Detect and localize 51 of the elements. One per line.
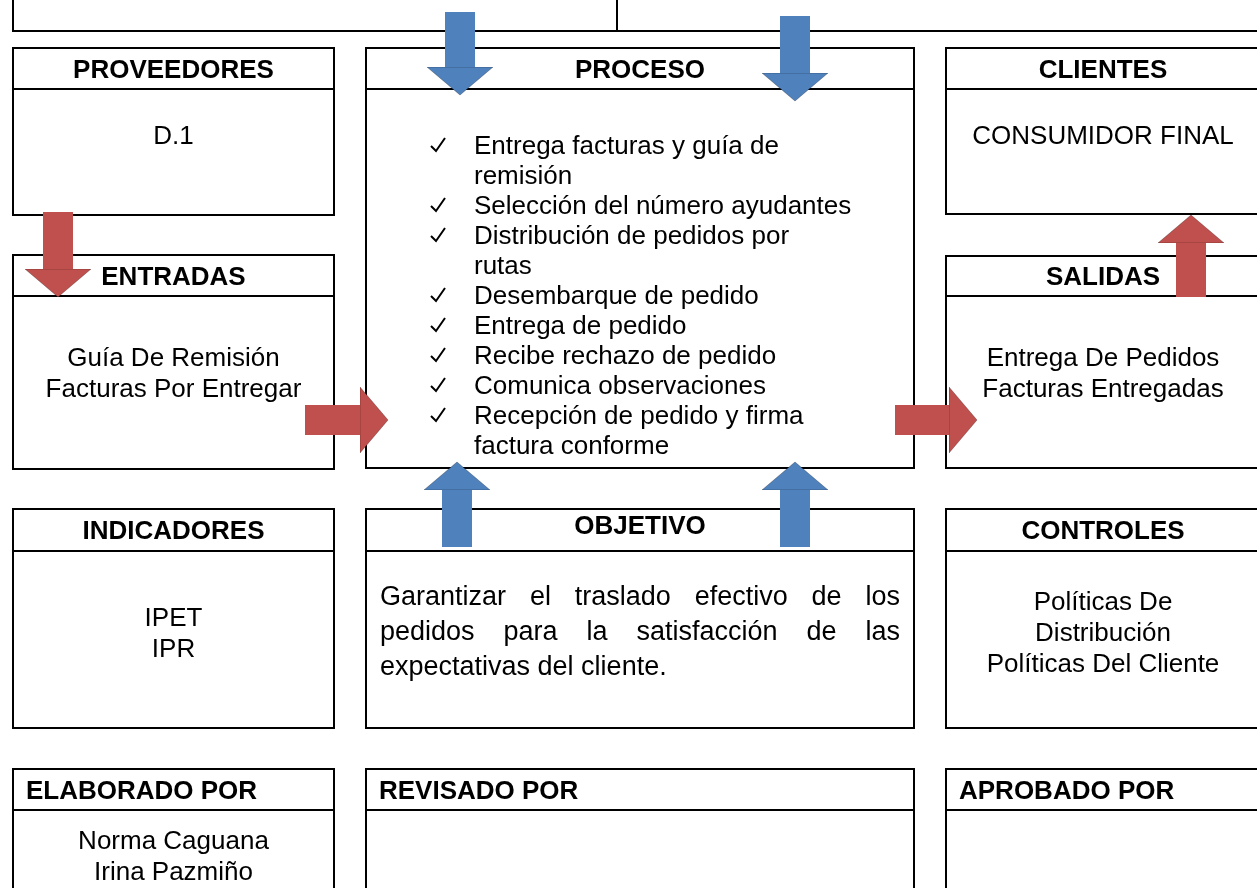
body-text: D.1 <box>153 120 194 151</box>
section-heading: REVISADO POR <box>378 776 580 803</box>
section-box <box>945 768 1257 888</box>
body-text: CONSUMIDOR FINAL <box>972 120 1234 151</box>
block-arrow <box>305 386 389 454</box>
body-text: Políticas Del Cliente <box>986 648 1220 679</box>
section-heading: OBJETIVO <box>573 512 707 538</box>
body-text: Irina Pazmiño <box>94 856 253 887</box>
block-arrow <box>24 212 92 298</box>
section-heading: ELABORADO POR <box>25 776 259 803</box>
body-text: IPET <box>144 602 203 633</box>
body-text: Norma Caguana <box>78 825 269 856</box>
section-box <box>945 508 1257 729</box>
list-item-text: Selección del número ayudantes <box>474 190 852 220</box>
section-heading: ENTRADAS <box>100 262 247 289</box>
section-box <box>945 47 1257 215</box>
section-heading: PROCESO <box>574 55 706 82</box>
list-item-text: Entrega facturas y guía de remisión <box>474 130 780 190</box>
section-box <box>12 47 335 216</box>
list-item-text: Desembarque de pedido <box>474 280 759 310</box>
block-arrow <box>426 12 494 96</box>
section-heading: CONTROLES <box>1020 517 1186 543</box>
section-heading: APROBADO POR <box>958 776 1176 803</box>
body-text: Entrega De Pedidos <box>986 342 1220 373</box>
block-arrow <box>1157 214 1225 297</box>
block-arrow <box>761 16 829 102</box>
list-item-text: Recibe rechazo de pedido <box>474 340 777 370</box>
list-item-text: Entrega de pedido <box>474 310 687 340</box>
body-text: IPR <box>151 633 196 664</box>
objective-text: Garantizar el traslado efectivo de los pedidos para la satisfacción de las expectativas del cliente. <box>380 580 900 683</box>
section-heading: SALIDAS <box>1044 263 1162 289</box>
section-heading: INDICADORES <box>81 517 266 543</box>
body-text: Facturas Entregadas <box>982 373 1224 404</box>
section-box <box>12 768 335 888</box>
body-text: Guía De Remisión <box>67 342 280 373</box>
section-heading: CLIENTES <box>1037 55 1169 82</box>
section-box <box>365 768 915 888</box>
list-item-text: Distribución de pedidos por rutas <box>474 220 791 280</box>
list-item-text: Recepción de pedido y firma factura conforme <box>474 400 805 460</box>
list-item-text: Comunica observaciones <box>474 370 766 400</box>
block-arrow <box>423 461 491 547</box>
section-box <box>365 508 915 729</box>
block-arrow <box>895 386 978 454</box>
section-heading: PROVEEDORES <box>72 55 275 82</box>
section-box <box>945 255 1257 469</box>
body-text: Facturas Por Entregar <box>45 373 302 404</box>
section-box <box>12 508 335 729</box>
block-arrow <box>761 461 829 547</box>
section-box <box>365 47 915 469</box>
section-box <box>12 254 335 470</box>
body-text: Políticas De Distribución <box>1032 586 1174 648</box>
